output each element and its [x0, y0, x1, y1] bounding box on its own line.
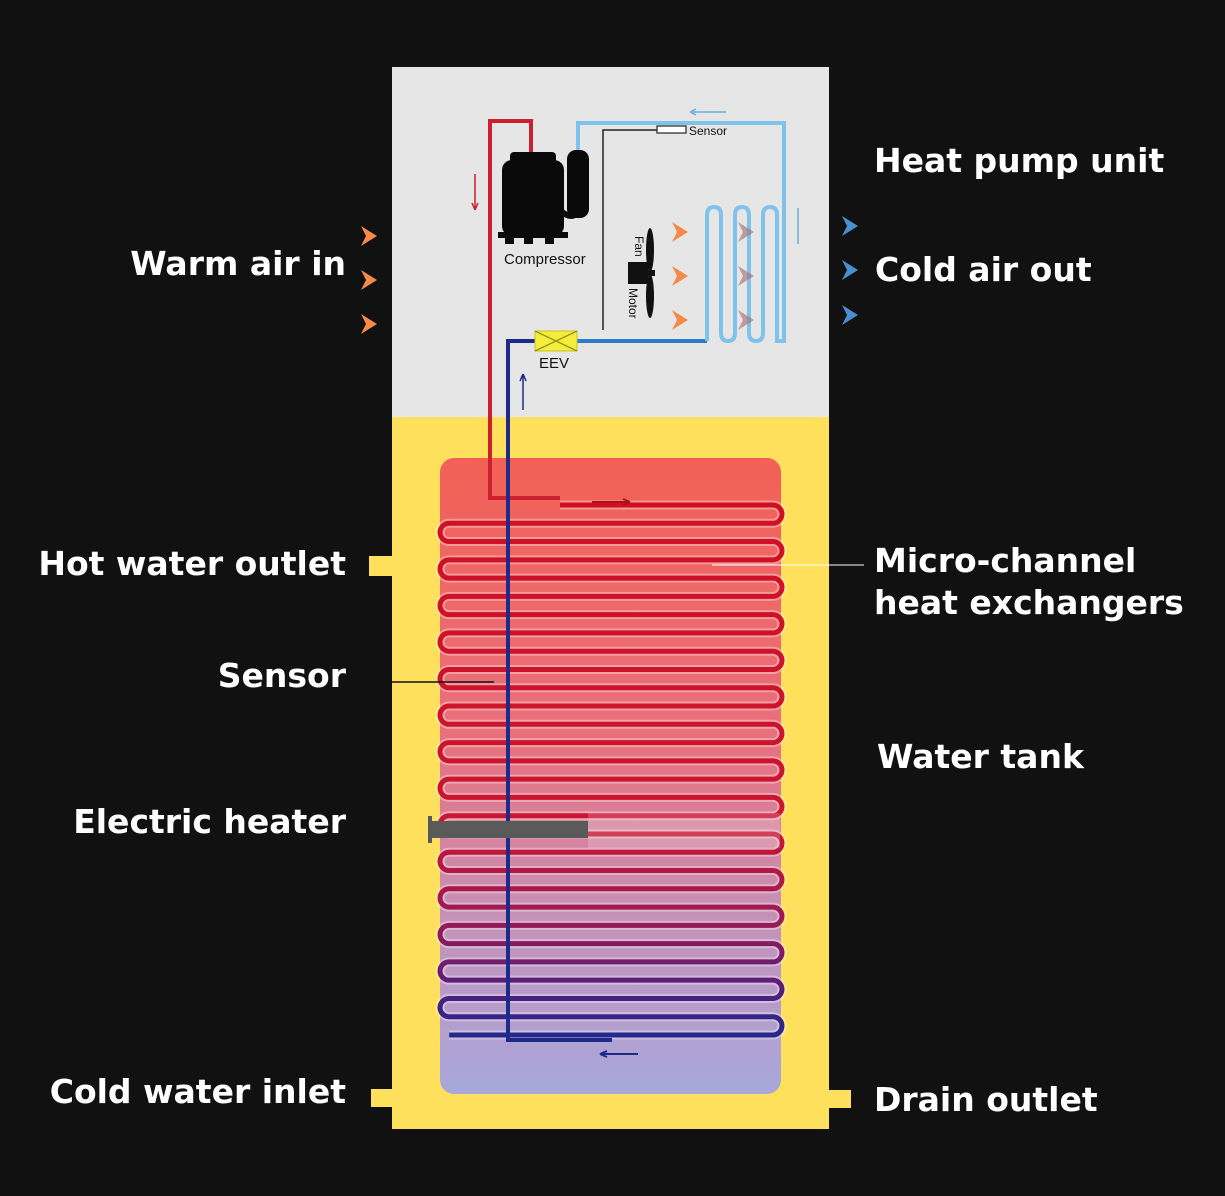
micro-channel-coil — [435, 500, 787, 1040]
heat-pump-unit-label: Heat pump unit — [874, 141, 1165, 180]
sensor-label: Sensor — [217, 656, 346, 695]
tank-flow-arrow-bottom — [599, 1050, 638, 1058]
fan-icon — [628, 228, 655, 318]
evaporator-coil — [576, 121, 786, 344]
eev-valve — [534, 330, 578, 352]
compressor — [498, 150, 589, 244]
hot-flow-arrow — [471, 174, 479, 211]
water-tank-label: Water tank — [877, 737, 1084, 776]
suction-sensor-label: Sensor — [689, 124, 727, 138]
electric-heater-label: Electric heater — [73, 802, 346, 841]
drain-outlet-label: Drain outlet — [874, 1080, 1098, 1119]
hot-refrigerant-line — [488, 119, 560, 500]
fan-label: Fan — [632, 236, 646, 257]
suction-sensor — [656, 125, 687, 134]
coil-tube — [437, 502, 785, 1038]
cold-air-arrows — [842, 216, 858, 325]
flow-arrow-top — [689, 108, 726, 116]
cold-water-inlet-fitting — [371, 1089, 393, 1107]
micro-channel-label-line1: Micro-channel — [874, 541, 1137, 580]
drain-outlet-fitting — [829, 1090, 851, 1108]
cold-water-inlet-label: Cold water inlet — [49, 1072, 346, 1111]
eev-label: EEV — [539, 355, 569, 372]
warm-air-in-label: Warm air in — [130, 244, 346, 283]
cold-flow-arrow-up — [519, 373, 527, 410]
warm-air-arrows — [361, 226, 377, 334]
electric-heater-glow — [588, 813, 780, 848]
motor-label: Motor — [626, 288, 640, 319]
compressor-label: Compressor — [504, 251, 586, 268]
hot-water-outlet-label: Hot water outlet — [38, 544, 346, 583]
cold-air-out-label: Cold air out — [875, 250, 1092, 289]
hot-water-outlet-fitting — [369, 556, 393, 576]
heat-pump-unit-panel — [392, 67, 829, 417]
electric-heater-element — [430, 821, 588, 838]
micro-channel-label-line2: heat exchangers — [874, 583, 1184, 622]
sensor-wire — [602, 129, 658, 330]
electric-heater-flange — [428, 816, 432, 843]
cold-return-line — [506, 339, 612, 1042]
tank-flow-arrow-top — [592, 498, 631, 506]
